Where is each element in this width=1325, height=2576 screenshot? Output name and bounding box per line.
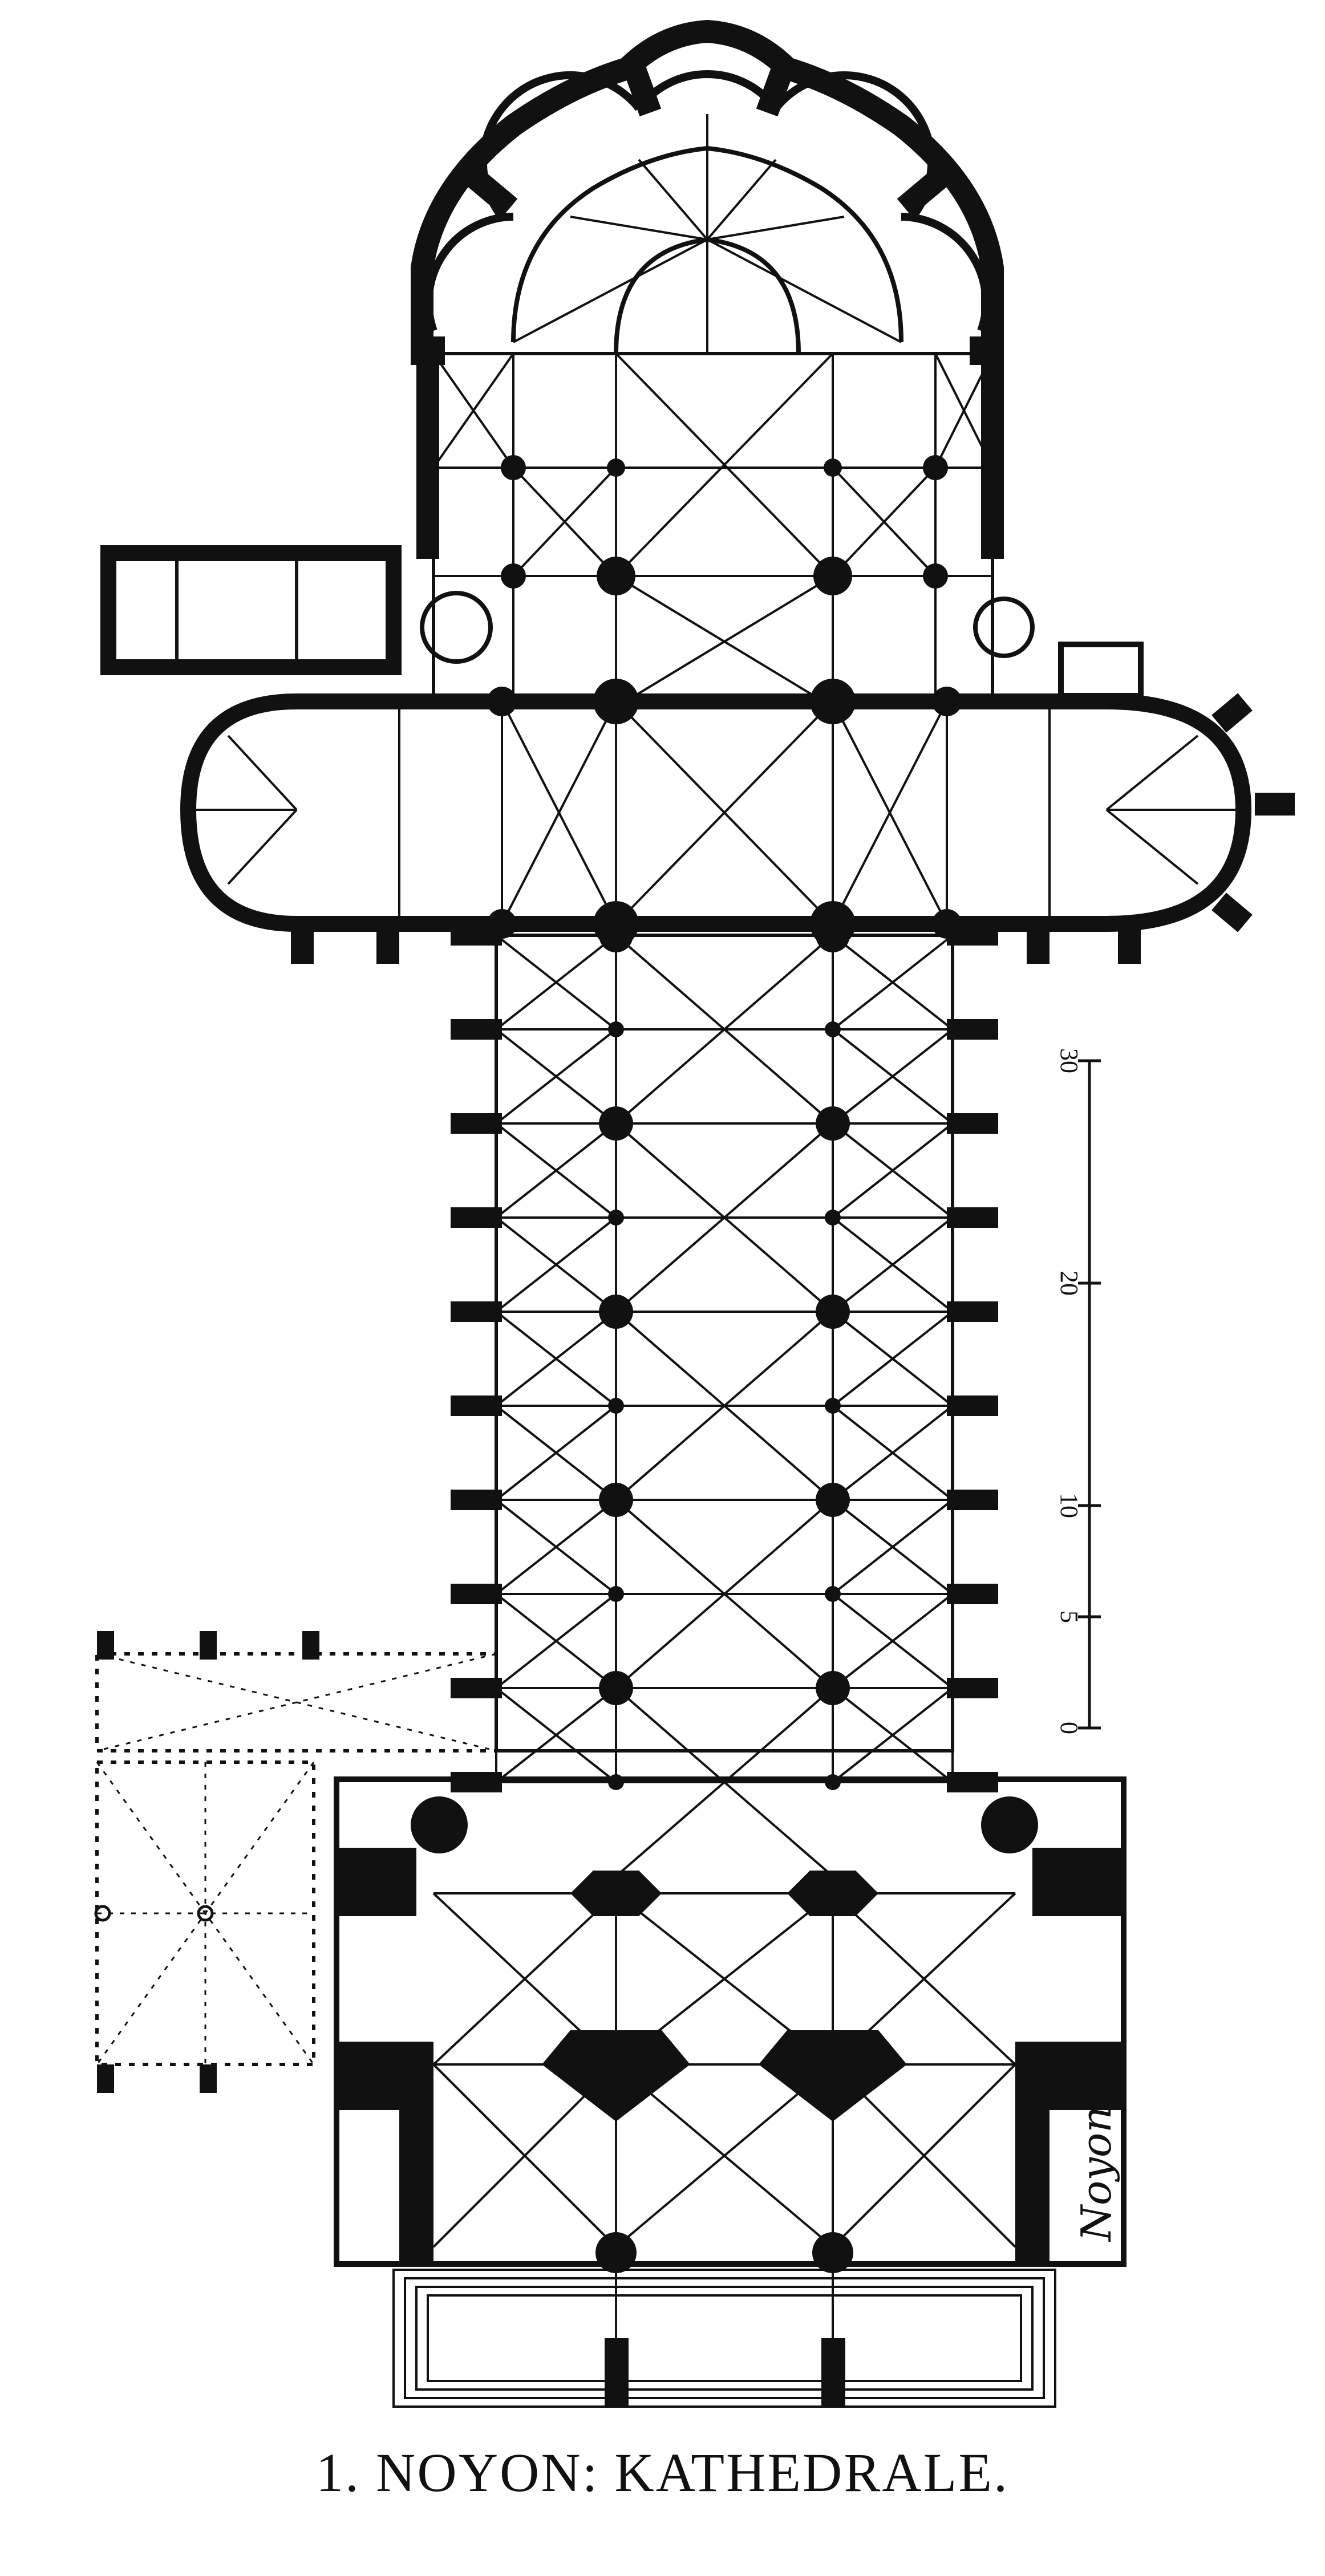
nave-pier — [599, 1295, 633, 1329]
porch-steps — [392, 2269, 1056, 2408]
nave-pier — [816, 1295, 850, 1329]
nave-buttress — [451, 1207, 502, 1228]
nave-pier — [608, 1398, 624, 1414]
figure-caption: 1. NOYON: KATHEDRALE. — [316, 2442, 1009, 2503]
nave-buttress — [947, 1395, 998, 1416]
nave-buttress — [451, 1113, 502, 1134]
nave-buttress — [947, 1301, 998, 1322]
nave-buttress — [947, 1113, 998, 1134]
nave-buttress — [947, 1678, 998, 1698]
scale-tick-label: 5 — [1055, 1610, 1083, 1623]
nave-pier — [599, 1106, 633, 1141]
nave-pier — [599, 1483, 633, 1517]
cloister-fragment — [94, 1631, 498, 2093]
nave-pier — [816, 1106, 850, 1141]
scale-tick-label: 30 — [1055, 1048, 1083, 1073]
nave-buttress — [947, 925, 998, 946]
nave-buttress — [451, 1490, 502, 1510]
nave-buttress — [451, 1301, 502, 1322]
nave-pier — [608, 1021, 624, 1037]
nave-pier — [599, 918, 633, 952]
nave-pier — [825, 1398, 841, 1414]
porch-pier-left — [605, 2338, 629, 2407]
nave-pier — [816, 918, 850, 952]
transept — [180, 679, 1295, 964]
scale-bar: 0 5 10 20 30 — [1055, 1048, 1101, 1734]
nave-buttress — [451, 1584, 502, 1604]
nave-pier — [608, 1586, 624, 1602]
nave-buttress — [947, 1584, 998, 1604]
nave-pier — [825, 1586, 841, 1602]
nave-pier — [816, 1671, 850, 1705]
nave-buttress — [451, 925, 502, 946]
scale-tick-label: 20 — [1055, 1271, 1083, 1296]
nave-pier — [816, 1483, 850, 1517]
nave-buttress — [451, 1395, 502, 1416]
nave-buttress — [947, 1207, 998, 1228]
nave-buttress — [451, 1678, 502, 1698]
nave-buttress — [947, 1490, 998, 1510]
nave-buttress — [947, 1019, 998, 1040]
apse — [411, 19, 1004, 365]
scale-tick-label: 0 — [1055, 1722, 1083, 1734]
nave-buttress — [451, 1019, 502, 1040]
nave-pier — [608, 1210, 624, 1226]
nave-pier — [825, 1210, 841, 1226]
westwork — [334, 1776, 1127, 2273]
scale-tick-label: 10 — [1055, 1493, 1083, 1518]
nave-pier — [599, 1671, 633, 1705]
nave-pier — [825, 1021, 841, 1037]
choir — [416, 352, 1004, 709]
annex-rooms — [100, 545, 1144, 699]
porch-pier-right — [821, 2338, 845, 2407]
signature: Noyon — [1072, 2106, 1120, 2241]
nave — [451, 918, 998, 1877]
